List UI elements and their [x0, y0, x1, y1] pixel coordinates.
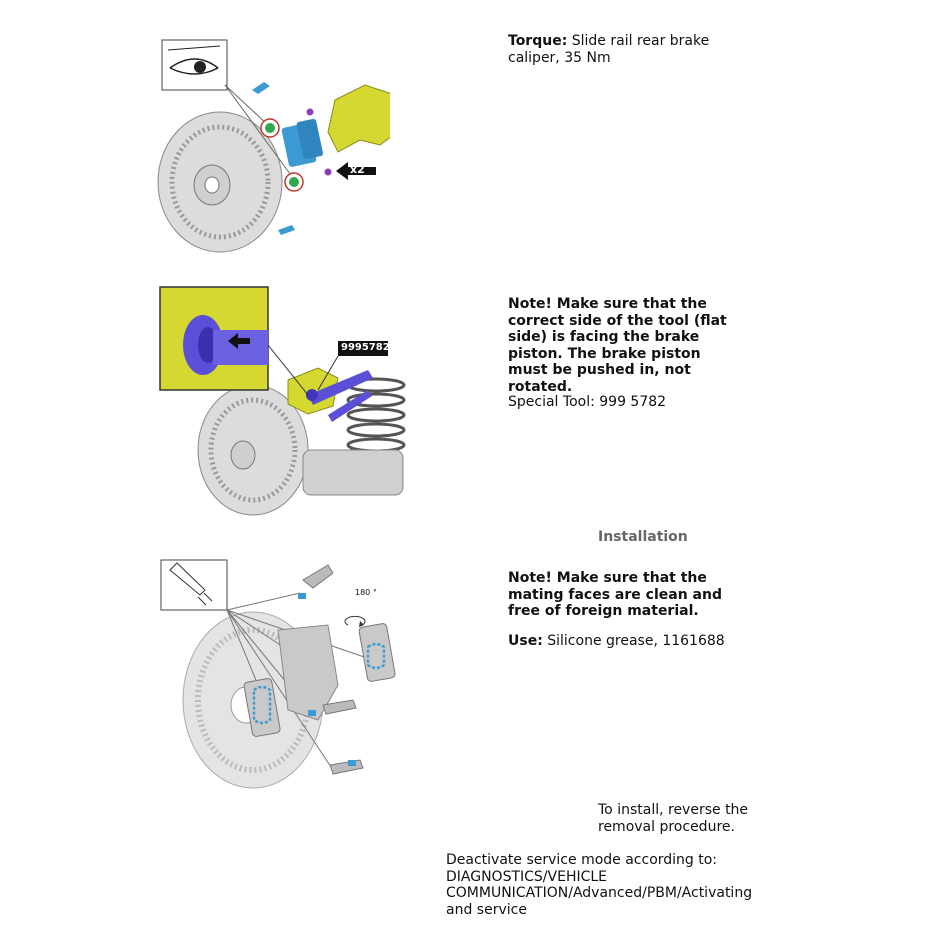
use-label: Use: [508, 633, 543, 649]
piston-note: Note! Make sure that the correct side of… [508, 296, 727, 395]
deactivate-service-text: Deactivate service mode according to: DI… [446, 852, 753, 918]
special-tool-text: Special Tool: 999 5782 [508, 394, 667, 410]
multiplier-badge: x2 [350, 163, 365, 176]
figure-pad-installation: 180 ° [158, 555, 408, 795]
installation-heading: Installation [598, 529, 688, 545]
grease-use-text: Use: Silicone grease, 1161688 [508, 633, 748, 650]
tool-number-label: 9995782 [341, 342, 390, 353]
torque-label: Torque: [508, 33, 568, 49]
use-spec: Silicone grease, 1161688 [547, 633, 725, 649]
reverse-procedure-text: To install, reverse the removal procedur… [598, 802, 749, 835]
figure-piston-press: 9995782 [158, 285, 418, 520]
mating-faces-note: Note! Make sure that the mating faces ar… [508, 570, 722, 619]
torque-text: Torque: Slide rail rear brake caliper, 3… [508, 33, 728, 66]
figure-caliper-removal: x2 [150, 30, 401, 255]
torque-spec: Slide rail rear brake caliper, 35 Nm [508, 33, 710, 66]
rotation-label: 180 ° [355, 588, 377, 597]
